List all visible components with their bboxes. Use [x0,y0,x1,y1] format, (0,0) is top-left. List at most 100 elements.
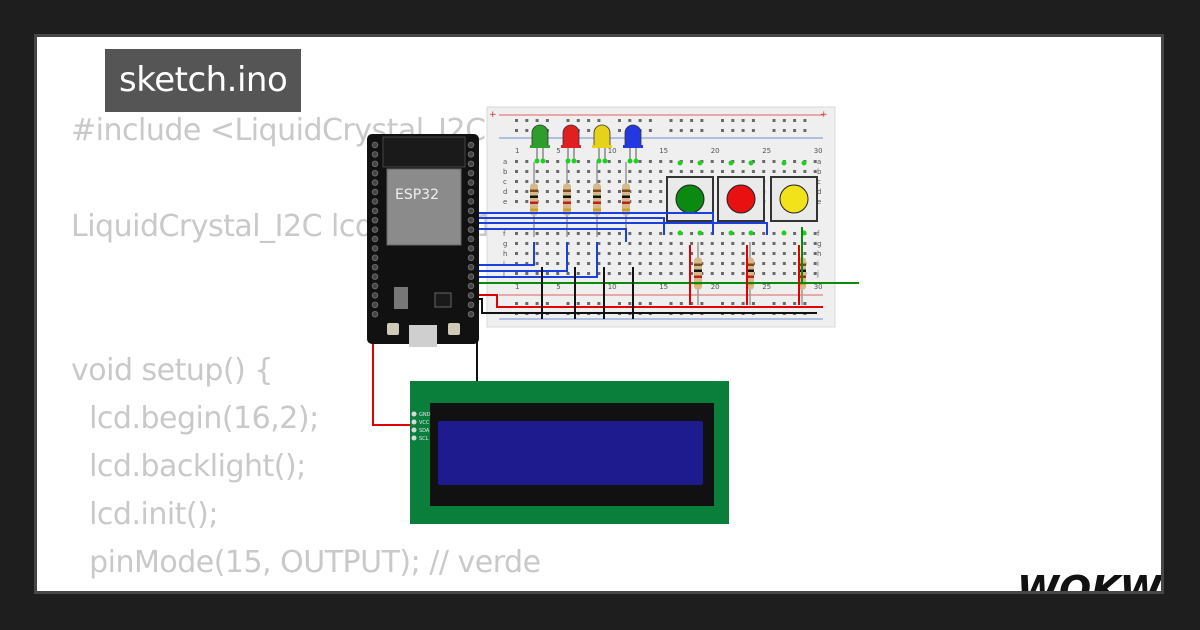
esp32-board: ESP32 [367,134,479,347]
resistor-band [622,208,630,211]
esp32-pin [371,216,379,224]
bb-row-letter: g [817,240,821,248]
bb-column-number: 25 [762,147,771,155]
esp32-pin [371,188,379,196]
esp32-pin [467,311,475,318]
lcd-pin [411,435,417,441]
push-buttons [666,160,818,236]
resistor-band [622,195,630,198]
bb-column-number: 10 [608,147,617,155]
resistor-band [530,189,538,192]
resistor-band [563,201,571,204]
bb-column-number: 1 [515,147,519,155]
esp32-pin [467,160,475,167]
led-rim [592,145,612,148]
esp32-pin [371,235,379,243]
lcd-pin-label: GND [419,412,431,418]
led-rim [623,145,643,148]
esp32-pin [371,198,379,205]
resistor-band [563,189,571,192]
resistor-band [593,201,601,204]
pin-dot [697,230,703,236]
pin-dot [781,160,787,166]
led-rim [530,145,550,148]
led [624,124,642,148]
bb-row-letter: j [816,270,819,278]
pin-dot [781,230,787,236]
pin-dot [602,158,608,164]
bb-row-letter: i [817,260,819,268]
resistor-band [694,263,702,266]
resistor-band [622,201,630,204]
bb-column-number: 25 [762,283,771,291]
esp32-pin [467,151,475,158]
bb-column-number: 10 [608,283,617,291]
esp32-pin [467,254,475,261]
pin-dot [677,230,683,236]
pin-dot [677,160,683,166]
pin-dot [748,160,754,166]
bb-plus-left: + [489,110,497,120]
esp32-pin [467,226,475,233]
bb-column-number: 20 [711,283,720,291]
pin-dot [728,230,734,236]
bb-row-letter: e [817,198,821,206]
bb-row-letter: b [503,168,508,176]
pin-dot [571,158,577,164]
lcd-pin [411,411,417,417]
resistor-band [563,195,571,198]
bb-row-letter: f [503,230,506,238]
esp32-pin [371,141,379,149]
resistor-band [593,195,601,198]
lcd-pin [411,427,417,433]
esp32-pin [371,226,379,233]
bb-row-letter: a [817,158,821,166]
esp32-pin [371,311,379,318]
bb-column-number: 5 [556,147,560,155]
esp32-pin [467,301,475,308]
pin-dot [728,160,734,166]
esp32-pin [467,282,475,290]
bb-column-number: 15 [659,283,668,291]
esp32-pin [371,160,379,167]
push-button-cap [726,184,756,214]
esp32-pin [467,245,475,252]
preview-card: #include <LiquidCrystal_I2C.h> LiquidCry… [34,34,1164,594]
bb-column-number: 15 [659,147,668,155]
resistor-band [694,269,702,272]
esp32-pin [371,207,379,214]
pin-dot [540,158,546,164]
pin-dot [633,158,639,164]
bb-row-letter: b [817,168,822,176]
pin-dot [534,158,540,164]
esp32-pin [371,254,379,261]
lcd-pin [411,419,417,425]
file-tab[interactable]: sketch.ino [105,49,302,112]
esp32-pin [371,169,379,177]
bb-row-letter: a [503,158,507,166]
esp32-pin [467,216,475,224]
wokwi-logo: WOKWi [1017,568,1161,591]
resistor-band [694,275,702,278]
bb-row-letter: d [503,188,507,196]
resistor-band [593,208,601,211]
bb-row-letter: f [817,230,820,238]
lcd-pin-label: SDA [419,428,430,434]
resistor-band [563,208,571,211]
esp32-pin [371,179,379,186]
bb-row-letter: d [817,188,821,196]
lcd-pin-label: VCC [419,420,430,426]
esp32-pin [371,301,379,308]
esp32-pin [467,263,475,271]
esp32-pin [467,207,475,214]
esp32-pin [371,245,379,252]
bb-column-number: 20 [711,147,720,155]
resistor-band [530,208,538,211]
bb-plus-right: + [820,110,828,120]
esp32-pin [467,235,475,243]
esp32-pin [467,179,475,186]
esp32-label: ESP32 [395,187,439,203]
push-button-cap [675,184,705,214]
